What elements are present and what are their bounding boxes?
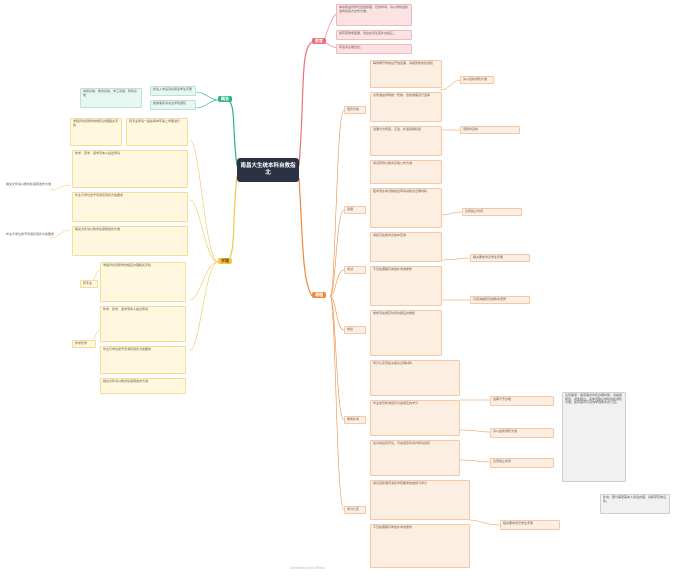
- link-left: [49, 229, 71, 239]
- courses-section[interactable]: 重修补考: [344, 416, 366, 424]
- status-note[interactable]: 转专业申请一般在每学年第二学期进行: [126, 118, 188, 146]
- courses-note[interactable]: 选课分为预选、正选、补退选等阶段: [370, 126, 442, 156]
- courses-section[interactable]: 培养方案: [344, 106, 366, 114]
- status-note[interactable]: 休学、复学、退学须本人提出申请: [100, 306, 186, 342]
- suspension-box[interactable]: 休学复学: [72, 340, 96, 348]
- courses-note[interactable]: 必修课由学院统一安排，选修课需自行选择: [370, 92, 442, 122]
- link-orange-sub: [329, 295, 345, 331]
- link-green-sub: [195, 91, 219, 101]
- right-note[interactable]: 可咨询辅导员或教务老师: [470, 296, 530, 304]
- watermark-text: Generated with XMind: [290, 566, 325, 570]
- link-right: [459, 429, 491, 433]
- link-right: [459, 459, 491, 463]
- courses-note[interactable]: 如对成绩有异议，可在规定时间内申请复核: [370, 440, 460, 476]
- link-green-branch: [227, 99, 238, 167]
- right-note[interactable]: 须按时完成: [460, 126, 520, 134]
- preface-note[interactable]: 如有错误或遗漏，欢迎在评论区补充指正。: [336, 30, 412, 40]
- right-note[interactable]: 相关要求详见学生手册: [500, 520, 560, 530]
- courses-note[interactable]: 学分认定须提交相关证明材料: [370, 360, 460, 396]
- overview-note[interactable]: 新生入学后请先阅读学生手册: [150, 86, 196, 96]
- status-note[interactable]: 学籍异动须按学校规定办理相关手续: [100, 262, 186, 302]
- link-right: [439, 257, 471, 261]
- courses-note[interactable]: 考试安排以教务系统公布为准: [370, 160, 442, 184]
- courses-note[interactable]: 缓考须在考试前提出申请并提交证明材料: [370, 188, 442, 228]
- courses-note[interactable]: 每学期开学前后开放选课，请留意教务处通知: [370, 60, 442, 88]
- status-note[interactable]: 毕业与学位授予须满足培养方案要求: [72, 192, 188, 222]
- right-note[interactable]: 相关要求详见学生手册: [470, 254, 530, 262]
- transfer-box[interactable]: 转专业: [80, 280, 98, 288]
- courses-note[interactable]: 毕业前须修满培养方案规定的学分: [370, 400, 460, 436]
- status-note[interactable]: 相关文件请以教务处官网发布为准: [72, 226, 188, 256]
- courses-section[interactable]: 学分认定: [344, 506, 366, 514]
- courses-note[interactable]: 不及格课程可参加补考或重修: [370, 524, 470, 568]
- link-orange-sub: [329, 209, 345, 297]
- link-yellow-sub: [189, 199, 219, 263]
- right-note[interactable]: 注意截止时间: [462, 208, 522, 216]
- status-note[interactable]: 毕业与学位授予须满足培养方案要求: [100, 346, 186, 374]
- courses-note[interactable]: 成绩可在教务系统中查询: [370, 232, 442, 262]
- link-right: [469, 519, 501, 526]
- right-note[interactable]: 请以最新通知为准: [460, 76, 494, 84]
- status-note[interactable]: 学籍异动须按学校规定办理相关手续: [70, 118, 122, 146]
- preface-note[interactable]: 转载请注明出处。: [336, 44, 412, 54]
- link-right: [439, 79, 461, 91]
- link-left: [49, 184, 71, 191]
- right-note[interactable]: 注意截止时间: [490, 458, 554, 468]
- right-note[interactable]: 请以最新通知为准: [490, 428, 554, 438]
- link-red-sub: [323, 13, 337, 41]
- branch-overview[interactable]: 概览: [218, 96, 232, 102]
- link-right: [439, 211, 463, 216]
- link-orange-branch: [298, 177, 313, 297]
- side-note-box[interactable]: 注意事项：各项事务均有办理时限，请提前规划，避免错过。具体流程以学校最新通知为准…: [562, 392, 626, 482]
- courses-section[interactable]: 考试: [344, 266, 366, 274]
- link-orange-sub: [329, 295, 345, 421]
- link-yellow-sub: [189, 261, 219, 351]
- link-green-sub: [195, 99, 219, 109]
- branch-courses[interactable]: 课程: [312, 292, 326, 298]
- link-orange-sub: [329, 109, 345, 297]
- far-left-note: 相关文件请以教务处官网发布为准: [6, 182, 52, 186]
- courses-note[interactable]: 通识选修课须满足学院要求的类别与学分: [370, 480, 470, 520]
- branch-status[interactable]: 学籍: [218, 258, 232, 264]
- overview-note[interactable]: 常用系统：教务系统、学工系统、财务系统: [80, 88, 142, 108]
- link-yellow-branch: [227, 175, 238, 263]
- link-orange-sub: [329, 269, 345, 297]
- right-note[interactable]: 逾期不予办理: [490, 396, 554, 406]
- branch-preface[interactable]: 前言: [312, 38, 326, 44]
- root-topic[interactable]: 南昌大生统本科自救指北: [237, 158, 299, 182]
- side-note-box-2[interactable]: 补充：部分事项需本人亲自办理，请携带有效证件。: [600, 494, 670, 514]
- link-orange-sub: [329, 295, 345, 511]
- courses-note[interactable]: 不及格课程可参加补考或重修: [370, 266, 442, 306]
- link-red-branch: [298, 41, 313, 167]
- courses-section[interactable]: 选课: [344, 206, 366, 214]
- courses-section[interactable]: 成绩: [344, 326, 366, 334]
- status-note[interactable]: 休学、复学、退学须本人提出申请: [72, 150, 188, 188]
- link-red-sub: [323, 41, 337, 49]
- preface-note[interactable]: 本指南由同学们自发整理，仅供参考，请以学校最新发布的官方文件为准。: [336, 4, 412, 26]
- far-left-note: 毕业与学位授予须满足培养方案要求: [6, 232, 55, 236]
- overview-note[interactable]: 各类事务请关注学院通知: [150, 100, 196, 110]
- status-note[interactable]: 相关文件请以教务处官网发布为准: [100, 378, 186, 394]
- courses-note[interactable]: 重修须在规定时间内报名并缴费: [370, 310, 442, 356]
- link-yellow-sub: [189, 139, 219, 263]
- link-yellow-sub: [189, 261, 219, 301]
